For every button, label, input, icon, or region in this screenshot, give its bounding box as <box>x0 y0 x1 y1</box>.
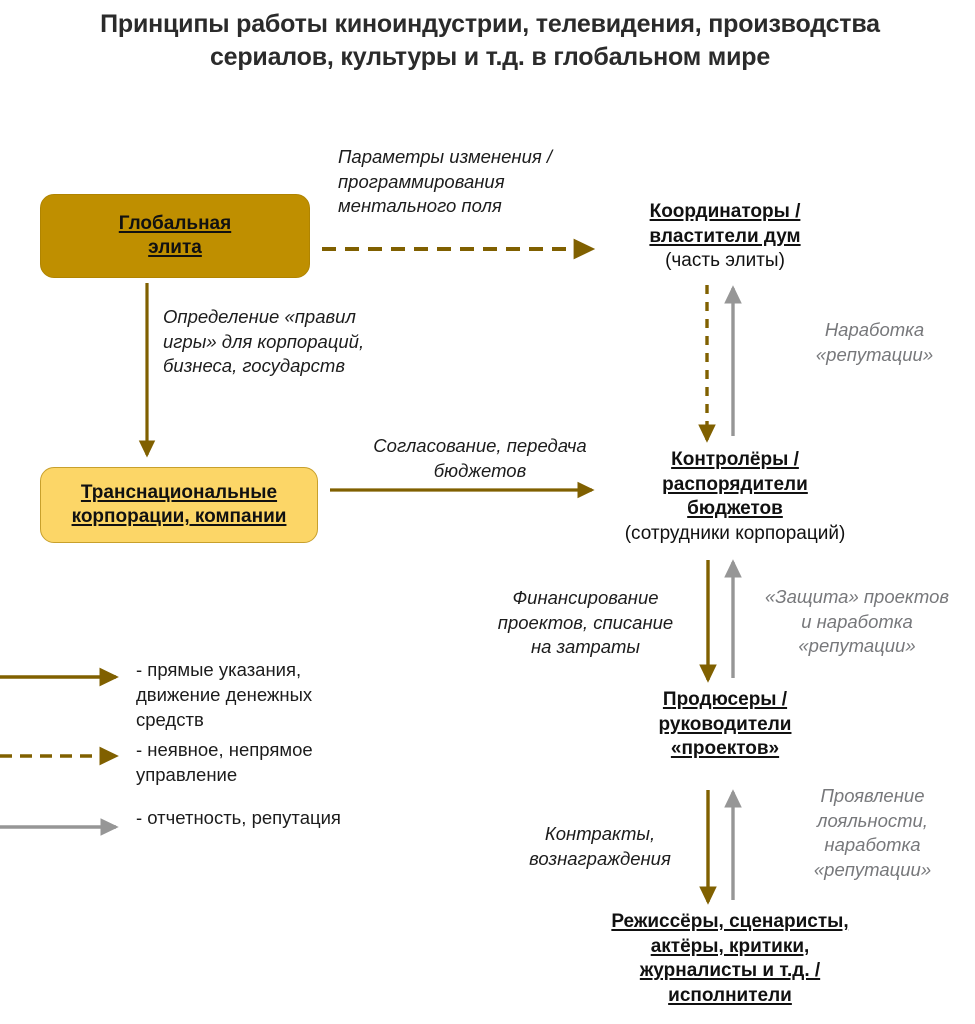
legend-item-implicit-control: - неявное, непрямое управление <box>136 737 386 787</box>
edge-label-budgets-line2: бюджетов <box>433 459 527 481</box>
node-producers-line1: Продюсеры / <box>662 689 788 710</box>
node-performers-line4: исполнители <box>668 985 792 1007</box>
node-coordinators-sub: (часть элиты) <box>665 250 785 272</box>
edge-label-budgets: Согласование, передача бюджетов <box>360 434 600 483</box>
node-corporations-line2: корпорации, компании <box>71 506 287 527</box>
edge-label-financing-line3: на затраты <box>530 636 641 658</box>
node-corporations-line1: Транснациональные <box>80 481 278 503</box>
node-controllers-sub: (сотрудники корпораций) <box>624 523 846 545</box>
edge-label-budgets-line1: Согласование, передача <box>373 435 587 456</box>
edge-label-params-line3: ментального поля <box>338 195 502 217</box>
legend-item-0-line3: средств <box>136 709 204 731</box>
legend-item-direct-instructions: - прямые указания, движение денежных сре… <box>136 657 386 732</box>
edge-label-protection: «Защита» проектов и наработка «репутации… <box>742 585 972 659</box>
edge-label-params: Параметры изменения / программирования м… <box>338 145 618 219</box>
node-performers-line3: журналисты и т.д. / <box>639 960 821 982</box>
legend-item-1-line1: - неявное, непрямое <box>136 739 313 760</box>
edge-label-protection-line1: «Защита» проектов <box>764 586 950 607</box>
node-controllers-line2: распорядители <box>662 473 808 495</box>
node-global-elite-line2: элита <box>148 237 202 258</box>
node-coordinators-line1: Координаторы / <box>649 201 801 222</box>
node-producers-line2: руководители <box>658 713 792 735</box>
edge-label-loyalty: Проявление лояльности, наработка «репута… <box>780 784 965 882</box>
node-controllers-line3: бюджетов <box>687 498 783 520</box>
edge-label-financing-line2: проектов, списание <box>497 611 674 633</box>
legend-item-0-line1: - прямые указания, <box>136 659 302 680</box>
edge-label-rules-line3: бизнеса, государств <box>163 355 345 377</box>
page-title: Принципы работы киноиндустрии, телевиден… <box>100 10 880 71</box>
edge-label-loyalty-line2: лояльности, <box>817 809 928 831</box>
legend-item-2-line1: - отчетность, репутация <box>136 807 341 828</box>
node-global-elite[interactable]: Глобальная элита <box>40 194 310 278</box>
edge-label-reputation-top-line2: «репутации» <box>815 343 934 365</box>
node-coordinators[interactable]: Координаторы / властители дум (часть эли… <box>590 200 860 274</box>
edge-label-reputation-top: Наработка «репутации» <box>782 318 967 367</box>
legend-item-1-line2: управление <box>136 764 238 786</box>
edge-label-loyalty-line1: Проявление <box>820 785 925 806</box>
edge-label-reputation-top-line1: Наработка <box>824 319 925 340</box>
edge-label-rules-line2: игры» для корпораций, <box>163 330 365 352</box>
legend-item-0-line2: движение денежных <box>136 684 313 706</box>
node-controllers[interactable]: Контролёры / распорядители бюджетов (сот… <box>590 448 880 547</box>
node-producers-line3: «проектов» <box>670 738 780 760</box>
node-coordinators-line2: властители дум <box>649 225 801 247</box>
edge-label-loyalty-line4: «репутации» <box>813 858 932 880</box>
edge-label-loyalty-line3: наработка <box>824 834 921 856</box>
edge-label-contracts: Контракты, вознаграждения <box>505 822 695 871</box>
node-controllers-line1: Контролёры / <box>671 449 799 470</box>
edge-label-protection-line3: «репутации» <box>798 635 916 657</box>
node-producers[interactable]: Продюсеры / руководители «проектов» <box>600 688 850 762</box>
node-performers[interactable]: Режиссёры, сценаристы, актёры, критики, … <box>580 910 880 1009</box>
edge-label-rules-line1: Определение «правил <box>163 306 356 327</box>
node-performers-line2: актёры, критики, <box>650 935 810 957</box>
edge-label-rules: Определение «правил игры» для корпораций… <box>163 305 408 379</box>
edge-label-contracts-line1: Контракты, <box>544 823 656 844</box>
node-performers-line1: Режиссёры, сценаристы, <box>611 911 849 932</box>
node-global-elite-line1: Глобальная <box>118 212 232 234</box>
edge-label-contracts-line2: вознаграждения <box>529 847 671 869</box>
edge-label-params-line1: Параметры изменения / <box>338 146 553 167</box>
legend-item-reporting-reputation: - отчетность, репутация <box>136 805 396 830</box>
edge-label-financing-line1: Финансирование <box>512 587 659 608</box>
edge-label-params-line2: программирования <box>338 170 505 192</box>
node-transnational-corporations[interactable]: Транснациональные корпорации, компании <box>40 467 318 543</box>
edge-label-financing: Финансирование проектов, списание на зат… <box>478 586 693 660</box>
edge-label-protection-line2: и наработка <box>801 610 913 632</box>
